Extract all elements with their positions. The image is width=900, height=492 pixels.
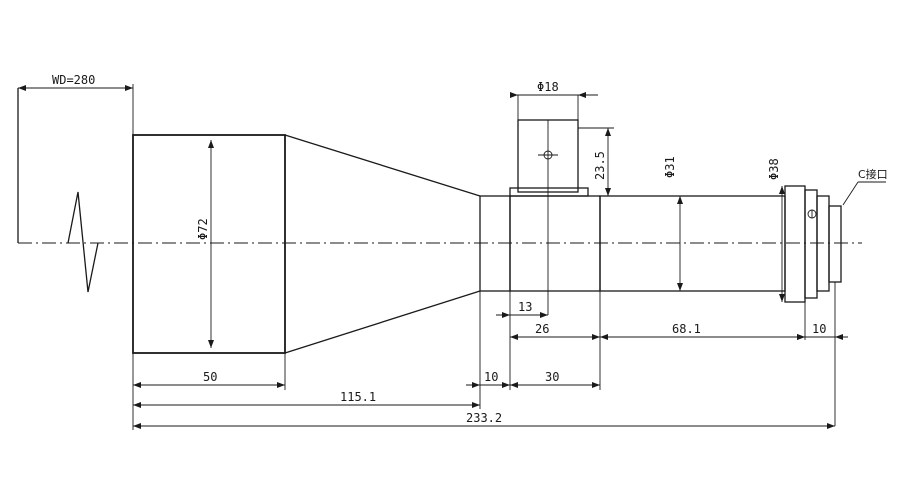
- front-barrel: [132, 134, 286, 354]
- d38-label: Φ38: [767, 158, 781, 180]
- cone-section: [284, 134, 481, 354]
- l13-label: 13: [518, 300, 532, 314]
- l30-label: 30: [545, 370, 559, 384]
- wd-label: WD=280: [52, 73, 95, 87]
- dim-10-mid: 10: [466, 291, 511, 409]
- dim-c-mount: C接口: [842, 168, 888, 206]
- dim-115-1: 115.1: [133, 390, 480, 408]
- l10-right-label: 10: [812, 322, 826, 336]
- d18-label: Φ18: [537, 80, 559, 94]
- dim-d18: Φ18: [510, 80, 598, 120]
- l10-mid-label: 10: [484, 370, 498, 384]
- dim-30: 30: [510, 370, 600, 388]
- h23-5-label: 23.5: [593, 151, 607, 180]
- dim-d31: Φ31: [663, 156, 683, 291]
- clamp-block: [509, 119, 601, 315]
- dim-50: 50: [132, 353, 286, 430]
- l233-2-label: 233.2: [466, 411, 502, 425]
- c-mount-end: [784, 185, 842, 303]
- dim-68-1: 68.1: [599, 291, 805, 390]
- dim-13: 13: [496, 300, 548, 318]
- dim-d72: Φ72: [196, 140, 214, 348]
- l26-label: 26: [535, 322, 549, 336]
- l68-1-label: 68.1: [672, 322, 701, 336]
- l50-label: 50: [203, 370, 217, 384]
- dim-d38: Φ38: [767, 158, 785, 302]
- dim-26: 26: [509, 291, 600, 340]
- l115-1-label: 115.1: [340, 390, 376, 404]
- c-mount-label: C接口: [858, 168, 888, 181]
- d31-label: Φ31: [663, 156, 677, 178]
- dim-233-2: 233.2: [133, 411, 835, 429]
- working-distance-break: [17, 88, 99, 293]
- dim-23-5: 23.5: [578, 127, 614, 197]
- dim-10-right: 10: [797, 282, 848, 426]
- dim-wd: WD=280: [18, 73, 134, 135]
- d72-label: Φ72: [196, 218, 210, 240]
